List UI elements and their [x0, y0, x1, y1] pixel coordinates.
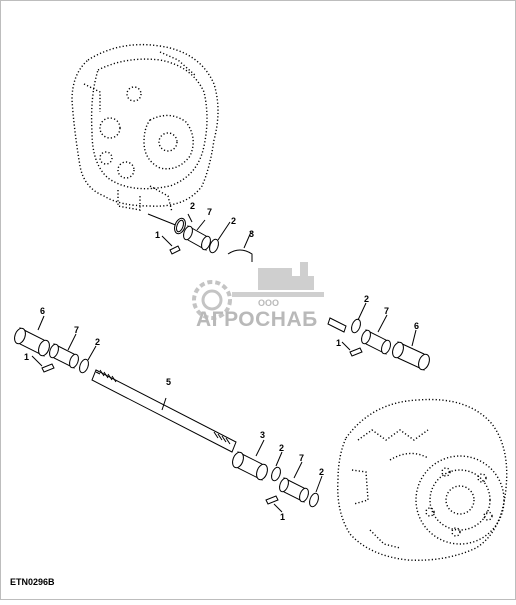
callout-lower-sleeve: 3 [260, 430, 265, 440]
pin-left [41, 363, 55, 373]
watermark: ООО АГРОСНАБ [192, 262, 324, 331]
drive-shaft: 5 [91, 369, 237, 453]
upper-coupling-group: 2 7 2 3 1 [147, 201, 254, 262]
pin-upper [169, 245, 181, 255]
shaft-spline-stub [327, 317, 347, 333]
coupling-lower [279, 477, 309, 503]
watermark-name: АГРОСНАБ [196, 308, 318, 331]
left-coupling-group: 6 7 2 1 [14, 306, 100, 374]
callout-left-pin: 1 [24, 352, 29, 362]
watermark-prefix: ООО [258, 298, 279, 308]
callout-left-sleeve: 6 [40, 306, 45, 316]
callout-middle-sleeve: 6 [414, 321, 419, 331]
snap-ring-lower-right [309, 492, 319, 508]
callout-middle-coupling: 7 [384, 306, 389, 316]
tractor-logo-icon [232, 262, 324, 297]
callout-lower-snap-ring: 2 [279, 443, 284, 453]
coupling-left [49, 343, 79, 369]
callout-left-coupling: 7 [74, 325, 79, 335]
callout-middle-pin: 1 [336, 338, 341, 348]
snap-ring-upper-right [209, 238, 219, 254]
lower-coupling-group: 3 2 7 2 1 [232, 430, 324, 522]
sleeve-lower [232, 451, 268, 481]
sleeve-middle-right [392, 341, 430, 371]
snap-ring-upper-left [174, 217, 186, 235]
callout-shaft: 5 [166, 377, 171, 387]
snap-ring-left [79, 358, 89, 374]
diagram-reference-code: ETN0296B [10, 577, 55, 587]
sleeve-left [14, 327, 50, 357]
sleeve-upper [227, 249, 253, 262]
pin-middle-right [349, 347, 363, 357]
callout-upper-coupling: 7 [207, 207, 212, 217]
callout-upper-snap-ring: 2 [190, 201, 195, 211]
callout-middle-snap-ring: 2 [364, 294, 369, 304]
gear-logo-icon [192, 280, 232, 320]
upper-housing [71, 43, 219, 213]
callout-lower-pin: 1 [280, 512, 285, 522]
callout-lower-coupling: 7 [299, 453, 304, 463]
snap-ring-lower-left [271, 466, 281, 482]
coupling-upper [183, 225, 211, 251]
coupling-middle-right [361, 329, 391, 355]
callout-upper-sleeve: 3 [249, 229, 254, 239]
callout-lower-snap-ring-2: 2 [319, 467, 324, 477]
middle-right-coupling-group: 2 7 6 1 [327, 294, 430, 371]
callout-left-snap-ring: 2 [95, 337, 100, 347]
pin-lower [265, 495, 279, 505]
callout-upper-snap-ring-2: 2 [231, 216, 236, 226]
callout-upper-pin: 1 [155, 230, 160, 240]
lower-housing [337, 398, 508, 561]
